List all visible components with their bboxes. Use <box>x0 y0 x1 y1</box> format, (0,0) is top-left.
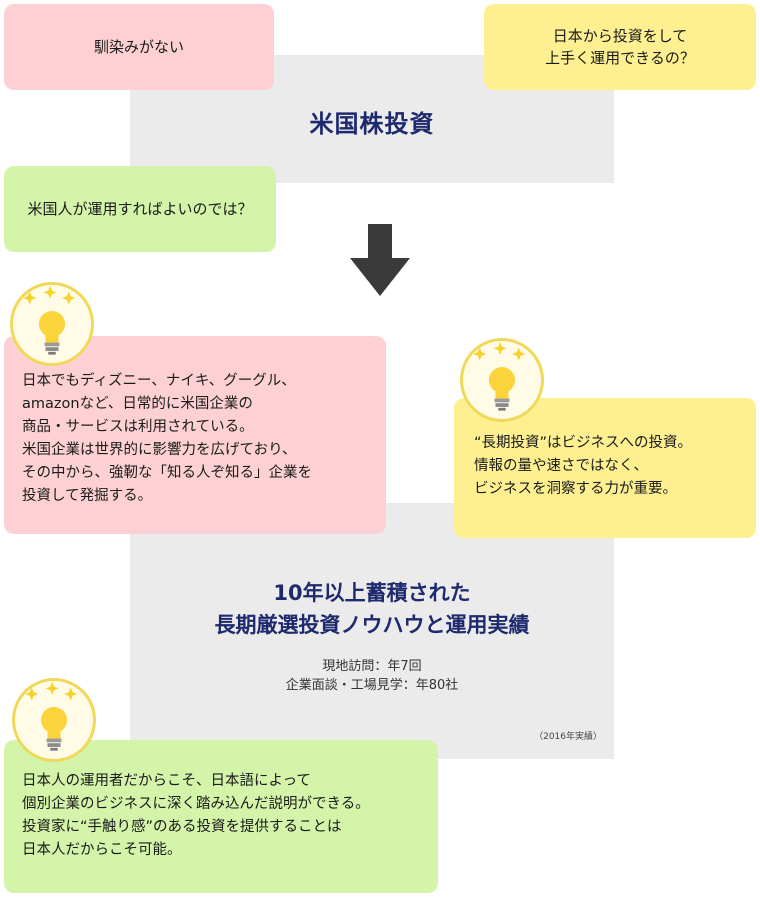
concern-unfamiliar: 馴染みがない <box>4 4 274 90</box>
lightbulb-icon <box>460 338 544 422</box>
concern-invest-from-japan-text: 日本から投資をして 上手く運用できるの？ <box>545 27 695 67</box>
down-arrow-icon <box>350 224 410 296</box>
point-green: 日本人の運用者だからこそ、日本語によって 個別企業のビジネスに深く踏み込んだ説明… <box>4 740 438 893</box>
concern-us-manager: 米国人が運用すればよいのでは？ <box>4 166 276 252</box>
point-green-text: 日本人の運用者だからこそ、日本語によって 個別企業のビジネスに深く踏み込んだ説明… <box>22 773 370 858</box>
concern-unfamiliar-text: 馴染みがない <box>93 38 184 56</box>
concern-us-manager-text: 米国人が運用すればよいのでは？ <box>27 200 253 218</box>
concern-invest-from-japan: 日本から投資をして 上手く運用できるの？ <box>484 4 756 90</box>
middle-headline: 10年以上蓄積された 長期厳選投資ノウハウと運用実績 <box>214 581 530 637</box>
point-pink: 日本でもディズニー、ナイキ、グーグル、 amazonなど、日常的に米国企業の 商… <box>4 336 386 534</box>
lightbulb-icon <box>12 678 96 762</box>
middle-note: （2016年実績） <box>534 732 602 742</box>
point-yellow-text: “長期投資”はビジネスへの投資。 情報の量や速さではなく、 ビジネスを洞察する力… <box>474 435 693 497</box>
lightbulb-icon <box>10 282 94 366</box>
middle-panel: 10年以上蓄積された 長期厳選投資ノウハウと運用実績 現地訪問：年7回 企業面談… <box>130 503 614 759</box>
top-title: 米国株投資 <box>309 109 435 138</box>
point-pink-text: 日本でもディズニー、ナイキ、グーグル、 amazonなど、日常的に米国企業の 商… <box>22 373 312 504</box>
middle-stats: 現地訪問：年7回 企業面談・工場見学：年80社 <box>285 659 459 693</box>
